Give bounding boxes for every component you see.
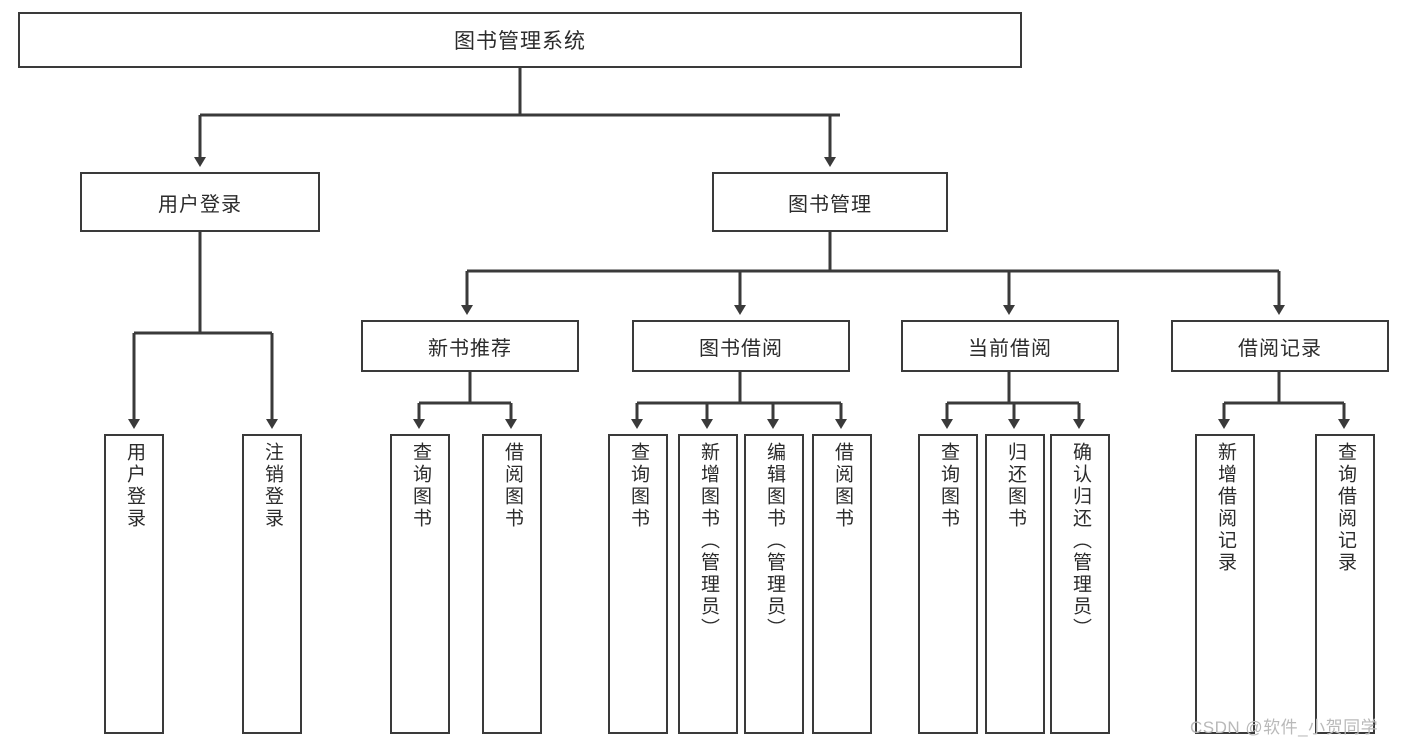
node-current-borrow[interactable]: 当前借阅 <box>901 320 1119 372</box>
leaf-label: 用户登录 <box>123 442 145 530</box>
node-label: 图书管理 <box>788 193 872 216</box>
node-root[interactable]: 图书管理系统 <box>18 12 1022 68</box>
leaf-label: 查询借阅记录 <box>1334 442 1356 574</box>
node-book-management[interactable]: 图书管理 <box>712 172 948 232</box>
leaf-label: 注销登录 <box>261 442 283 530</box>
node-label: 当前借阅 <box>968 337 1052 360</box>
node-new-book-recommend[interactable]: 新书推荐 <box>361 320 579 372</box>
node-root-label: 图书管理系统 <box>454 30 586 53</box>
leaf-borrow-book-new[interactable]: 借阅图书 <box>482 434 542 734</box>
leaf-query-borrow-record[interactable]: 查询借阅记录 <box>1315 434 1375 734</box>
leaf-query-book-new[interactable]: 查询图书 <box>390 434 450 734</box>
watermark: CSDN @软件_小贺同学 <box>1190 718 1379 737</box>
leaf-user-login[interactable]: 用户登录 <box>104 434 164 734</box>
node-label: 用户登录 <box>158 193 242 216</box>
leaf-label: 借阅图书 <box>831 442 853 530</box>
leaf-confirm-return-admin[interactable]: 确认归还（管理员） <box>1050 434 1110 734</box>
node-user-login[interactable]: 用户登录 <box>80 172 320 232</box>
node-book-borrow[interactable]: 图书借阅 <box>632 320 850 372</box>
leaf-query-book-current[interactable]: 查询图书 <box>918 434 978 734</box>
leaf-edit-book-admin[interactable]: 编辑图书（管理员） <box>744 434 804 734</box>
leaf-return-book[interactable]: 归还图书 <box>985 434 1045 734</box>
node-borrow-record[interactable]: 借阅记录 <box>1171 320 1389 372</box>
leaf-label: 查询图书 <box>409 442 431 530</box>
leaf-query-book-borrow[interactable]: 查询图书 <box>608 434 668 734</box>
node-label: 新书推荐 <box>428 337 512 360</box>
leaf-label: 编辑图书（管理员） <box>763 442 785 640</box>
leaf-label: 借阅图书 <box>501 442 523 530</box>
leaf-label: 确认归还（管理员） <box>1069 442 1091 640</box>
node-label: 图书借阅 <box>699 337 783 360</box>
leaf-label: 新增借阅记录 <box>1214 442 1236 574</box>
leaf-label: 新增图书（管理员） <box>697 442 719 640</box>
leaf-label: 查询图书 <box>627 442 649 530</box>
leaf-logout-login[interactable]: 注销登录 <box>242 434 302 734</box>
leaf-add-book-admin[interactable]: 新增图书（管理员） <box>678 434 738 734</box>
node-label: 借阅记录 <box>1238 337 1322 360</box>
leaf-add-borrow-record[interactable]: 新增借阅记录 <box>1195 434 1255 734</box>
leaf-label: 查询图书 <box>937 442 959 530</box>
leaf-borrow-book[interactable]: 借阅图书 <box>812 434 872 734</box>
leaf-label: 归还图书 <box>1004 442 1026 530</box>
